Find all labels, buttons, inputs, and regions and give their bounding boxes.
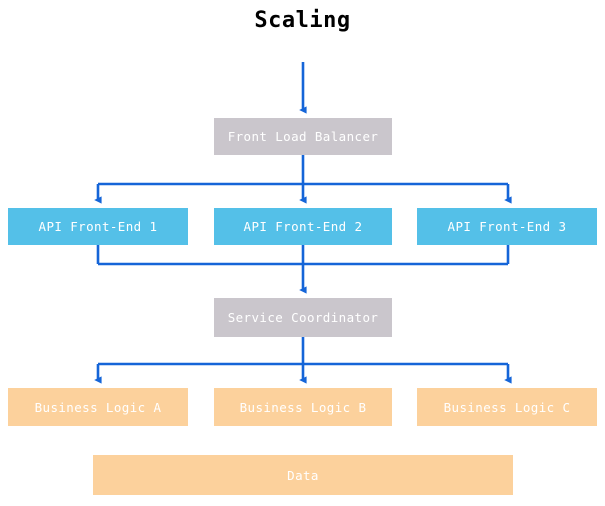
node-label: Front Load Balancer	[227, 129, 379, 144]
node-label: Business Logic C	[443, 399, 571, 415]
node-business-logic-b[interactable]: Business Logic B	[214, 388, 392, 426]
node-label: API Front-End 3	[447, 219, 567, 234]
node-label: API Front-End 2	[243, 219, 363, 234]
node-business-logic-a[interactable]: Business Logic A	[8, 388, 188, 426]
node-label: Service Coordinator	[227, 310, 379, 325]
node-data[interactable]: Data	[93, 455, 513, 495]
node-api-front-end-1[interactable]: API Front-End 1	[8, 208, 188, 245]
node-label: Data	[287, 467, 319, 483]
node-api-front-end-2[interactable]: API Front-End 2	[214, 208, 392, 245]
node-label: Business Logic B	[239, 399, 367, 415]
node-front-load-balancer[interactable]: Front Load Balancer	[214, 118, 392, 155]
node-api-front-end-3[interactable]: API Front-End 3	[417, 208, 597, 245]
node-business-logic-c[interactable]: Business Logic C	[417, 388, 597, 426]
page-title: Scaling	[254, 8, 351, 33]
node-service-coordinator[interactable]: Service Coordinator	[214, 298, 392, 337]
node-label: API Front-End 1	[38, 219, 158, 234]
node-label: Business Logic A	[34, 399, 162, 415]
